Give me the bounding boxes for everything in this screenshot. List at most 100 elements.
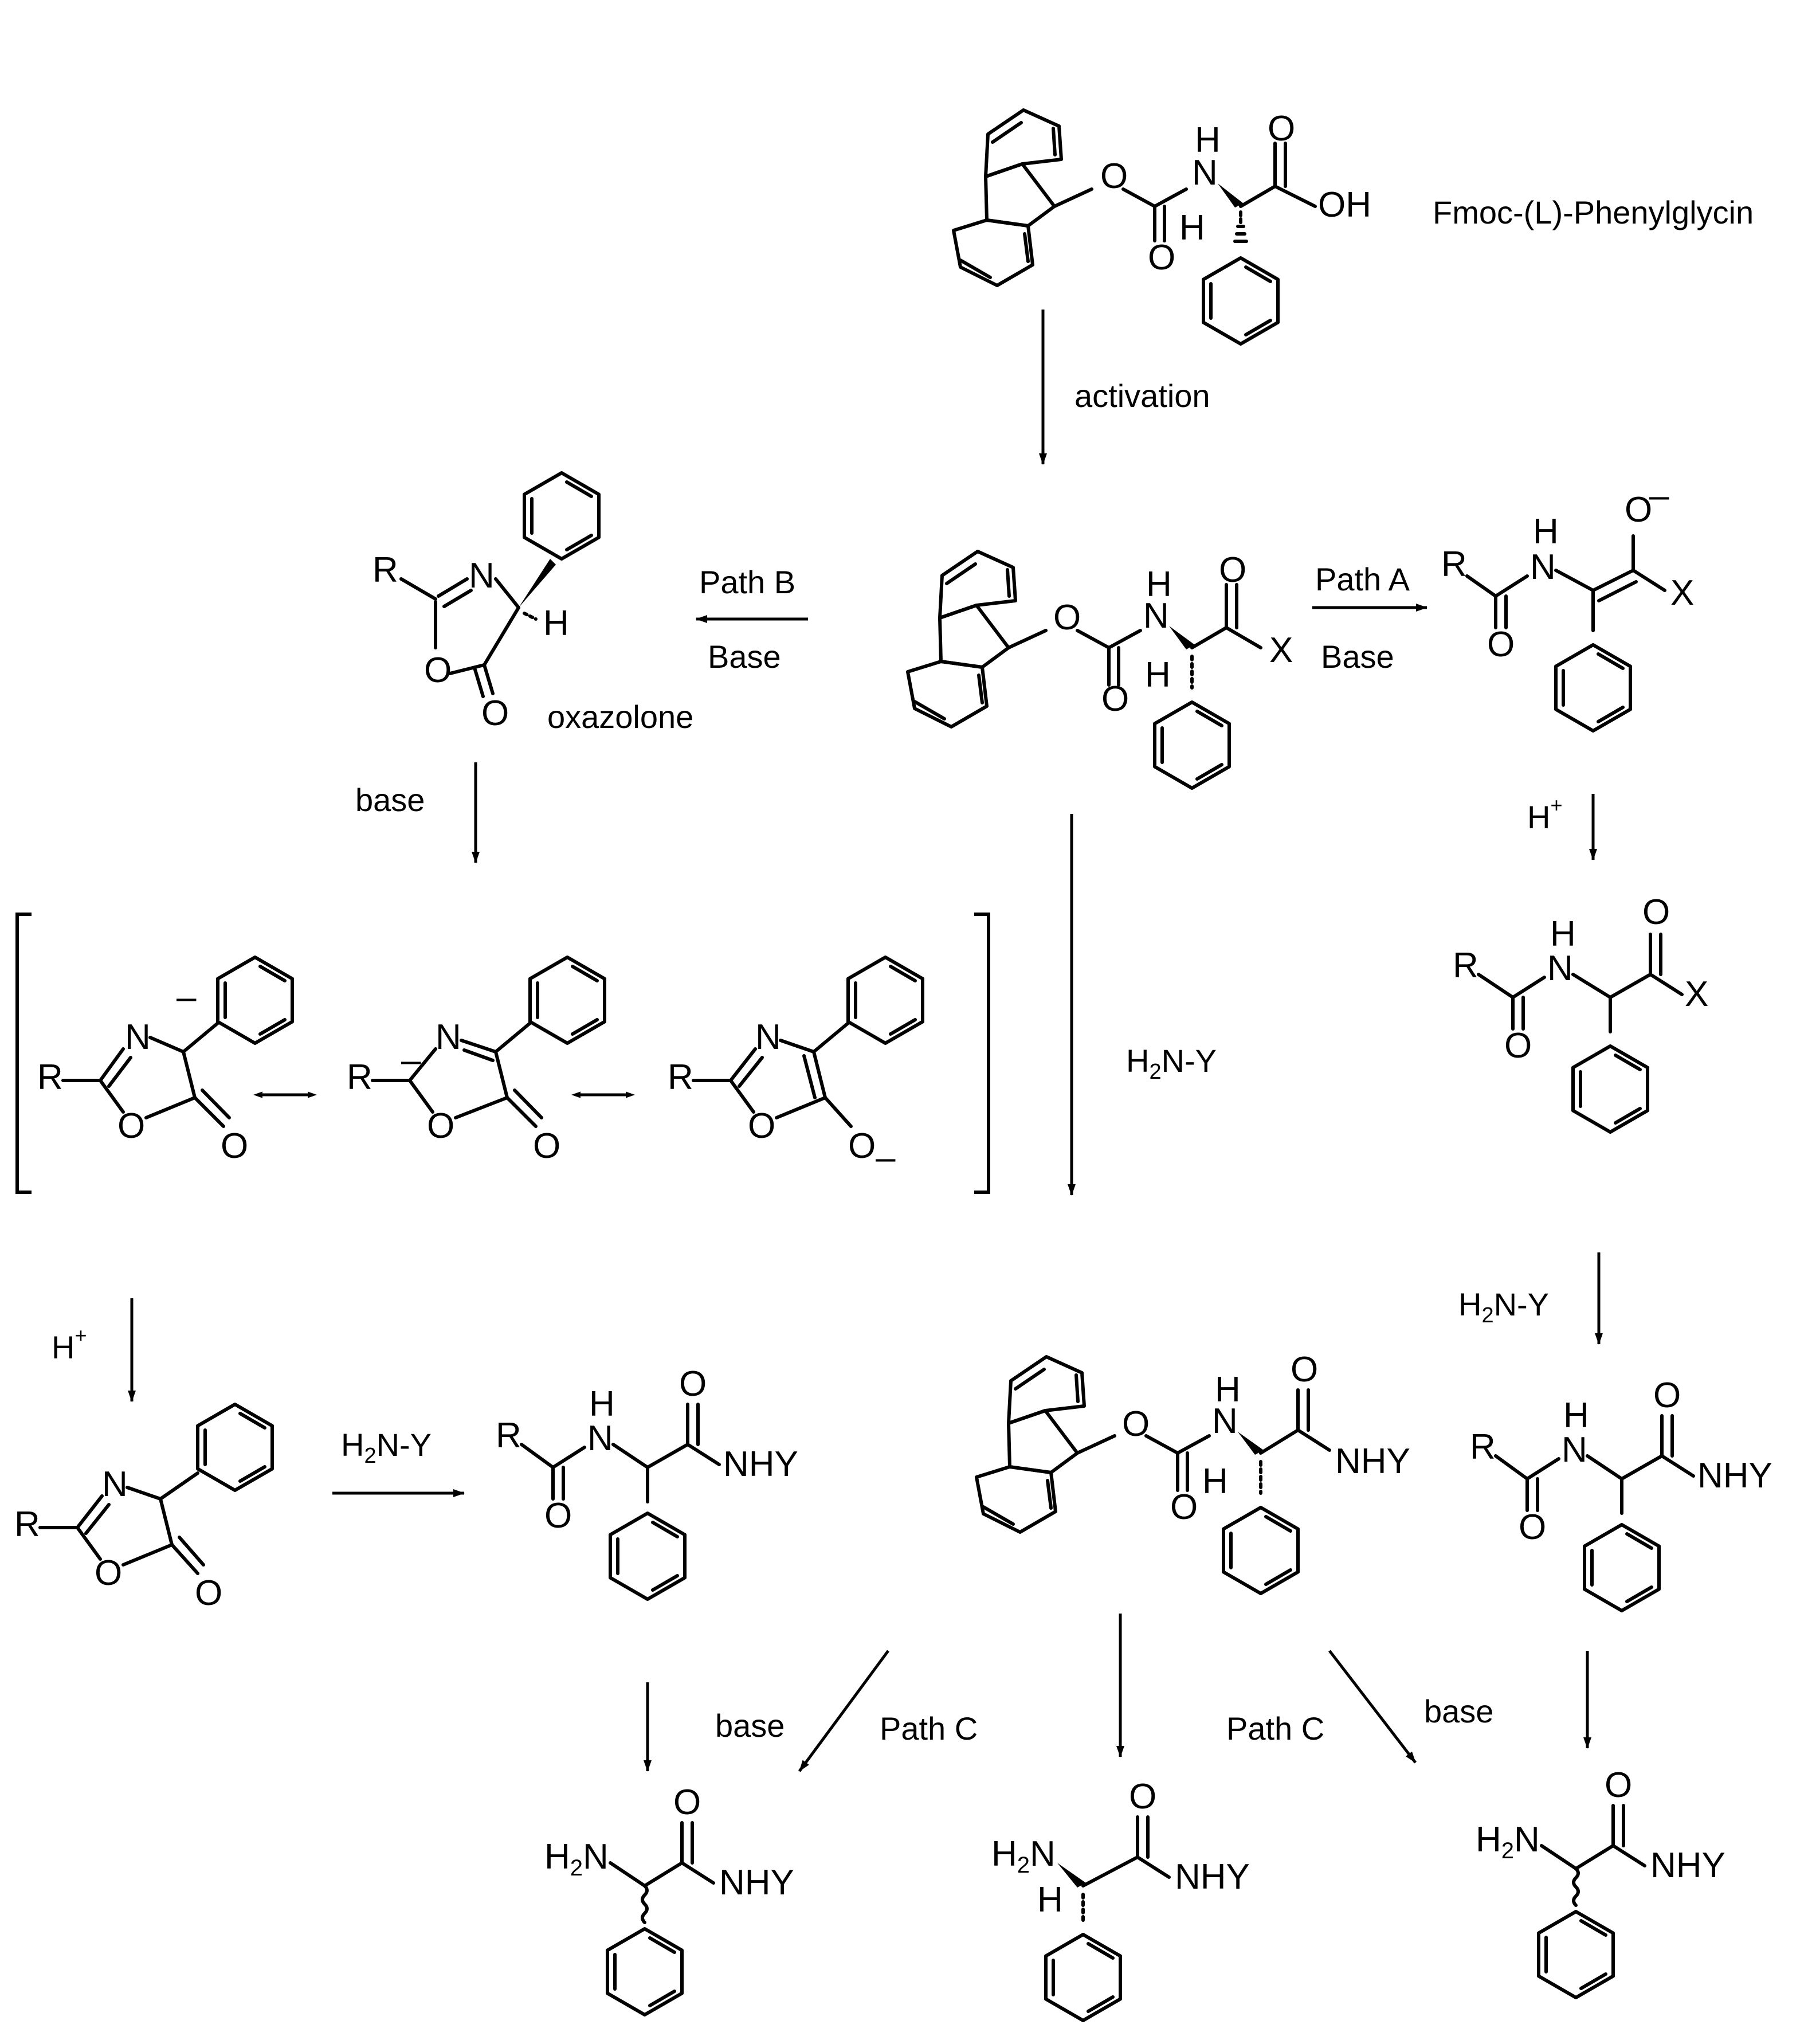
- atom-o: O: [195, 1573, 222, 1613]
- atom-o: O: [1487, 625, 1515, 664]
- atom-r: R: [668, 1058, 693, 1097]
- atom-h2n: H2N: [991, 1834, 1056, 1878]
- atom-r: R: [1453, 946, 1478, 985]
- atom-o: O: [673, 1783, 701, 1822]
- atom-o: O: [1504, 1026, 1532, 1066]
- atom-o: O: [1291, 1350, 1318, 1389]
- atom-o: O: [95, 1553, 122, 1593]
- atom-nhy: NHY: [719, 1863, 794, 1902]
- atom-n: N: [125, 1017, 151, 1057]
- resonance-structure-2: R – N O O: [347, 957, 605, 1166]
- atom-h: H: [1533, 512, 1559, 551]
- atom-r: R: [14, 1505, 40, 1544]
- atom-h: H: [1563, 1396, 1589, 1435]
- atom-x: X: [1670, 573, 1694, 613]
- path-b-label: Path B: [699, 564, 795, 600]
- right-bracket: [974, 913, 990, 1194]
- l-product-center: H2N H O NHY: [991, 1777, 1250, 2020]
- atom-o: O: [544, 1496, 572, 1536]
- atom-o: O: [481, 694, 509, 733]
- atom-h: H: [589, 1384, 615, 1424]
- fmoc-phenylglycine-structure: O O N H H O OH: [954, 109, 1371, 344]
- path-c-arrow-left: [798, 1650, 890, 1772]
- compound-name-label: Fmoc-(L)-Phenylglycin: [1433, 194, 1754, 230]
- atom-n: N: [587, 1419, 613, 1458]
- path-b-base-label: Base: [708, 639, 781, 675]
- fmoc-amide-structure: O O N H H O NHY: [976, 1350, 1410, 1593]
- atom-h: H: [1146, 565, 1172, 604]
- atom-o: O: [1101, 679, 1129, 719]
- atom-h: H: [1215, 1370, 1241, 1409]
- atom-nhy: NHY: [1175, 1857, 1250, 1897]
- atom-o: O: [1642, 892, 1670, 932]
- minus-sign: –: [401, 1040, 421, 1080]
- atom-o: O: [848, 1126, 876, 1166]
- atom-h2n: H2N: [544, 1837, 609, 1881]
- activation-label: activation: [1074, 378, 1210, 414]
- atom-o: O: [1148, 238, 1175, 277]
- path-a-label: Path A: [1315, 561, 1410, 597]
- base-bottom-left-label: base: [715, 1708, 785, 1744]
- atom-o: O: [1605, 1765, 1632, 1805]
- atom-nhy: NHY: [1650, 1846, 1725, 1885]
- atom-o: O: [1122, 1404, 1150, 1444]
- h2ny-right-label: H2N-Y: [1458, 1286, 1549, 1328]
- atom-r: R: [347, 1058, 372, 1097]
- atom-h: H: [543, 604, 569, 643]
- atom-o: O: [1219, 550, 1246, 590]
- atom-o: O: [424, 651, 452, 690]
- atom-o: O: [679, 1364, 707, 1404]
- atom-r: R: [37, 1058, 63, 1097]
- atom-n: N: [755, 1017, 781, 1057]
- atom-h: H: [1145, 655, 1171, 695]
- atom-r: R: [1470, 1427, 1496, 1467]
- left-bracket: [15, 913, 32, 1194]
- atom-n: N: [1547, 949, 1573, 988]
- atom-n: N: [1212, 1401, 1238, 1441]
- path-c-right-label: Path C: [1226, 1710, 1324, 1747]
- atom-o: O: [533, 1126, 560, 1166]
- h2ny-center-label: H2N-Y: [1126, 1043, 1217, 1084]
- atom-h: H: [1195, 120, 1221, 160]
- atom-nhy: NHY: [723, 1444, 798, 1484]
- path-c-left-label: Path C: [880, 1710, 978, 1747]
- racemic-active-ester-structure: R O N H O X: [1453, 892, 1708, 1132]
- atom-x: X: [1269, 631, 1293, 670]
- atom-o: O: [1625, 490, 1652, 530]
- h-plus-left-label: H+: [52, 1323, 87, 1365]
- atom-h: H: [1037, 1880, 1063, 1920]
- atom-nhy: NHY: [1335, 1442, 1410, 1481]
- atom-o: O: [117, 1106, 145, 1146]
- atom-n: N: [1562, 1430, 1587, 1470]
- h2ny-left-label: H2N-Y: [341, 1427, 432, 1468]
- minus-sign: –: [876, 1138, 896, 1177]
- minus-sign: –: [177, 977, 197, 1017]
- atom-x: X: [1685, 974, 1708, 1014]
- atom-o: O: [1653, 1376, 1681, 1415]
- racemic-oxazolone-structure: R N O O: [14, 1404, 272, 1613]
- racemic-product-left: H2N O NHY: [544, 1783, 794, 2015]
- atom-r: R: [496, 1416, 521, 1455]
- atom-o: O: [1170, 1487, 1198, 1527]
- path-c-arrow-right: [1328, 1650, 1417, 1764]
- racemic-amide-structure-right: R O N H O NHY: [1470, 1376, 1772, 1611]
- atom-o: O: [748, 1106, 775, 1146]
- h-plus-right-label: H+: [1527, 793, 1562, 835]
- atom-h2n: H2N: [1476, 1820, 1540, 1863]
- oxazolone-structure: R N O O H: [372, 473, 599, 733]
- activated-ester-structure: O O N H H O X: [908, 550, 1293, 788]
- atom-o: O: [1519, 1507, 1546, 1547]
- atom-n: N: [1530, 547, 1556, 587]
- racemic-amide-structure-left: R O N H O NHY: [496, 1364, 798, 1599]
- atom-o: O: [1268, 109, 1295, 148]
- atom-n: N: [1192, 153, 1218, 193]
- base-oxazolone-label: base: [355, 782, 425, 818]
- atom-h: H: [1550, 914, 1576, 954]
- atom-n: N: [469, 556, 495, 596]
- atom-n: N: [1143, 596, 1169, 636]
- atom-n: N: [436, 1017, 461, 1057]
- atom-oh: OH: [1318, 185, 1371, 225]
- atom-h: H: [1179, 208, 1205, 248]
- enolate-structure: R O N H O – X: [1441, 476, 1694, 731]
